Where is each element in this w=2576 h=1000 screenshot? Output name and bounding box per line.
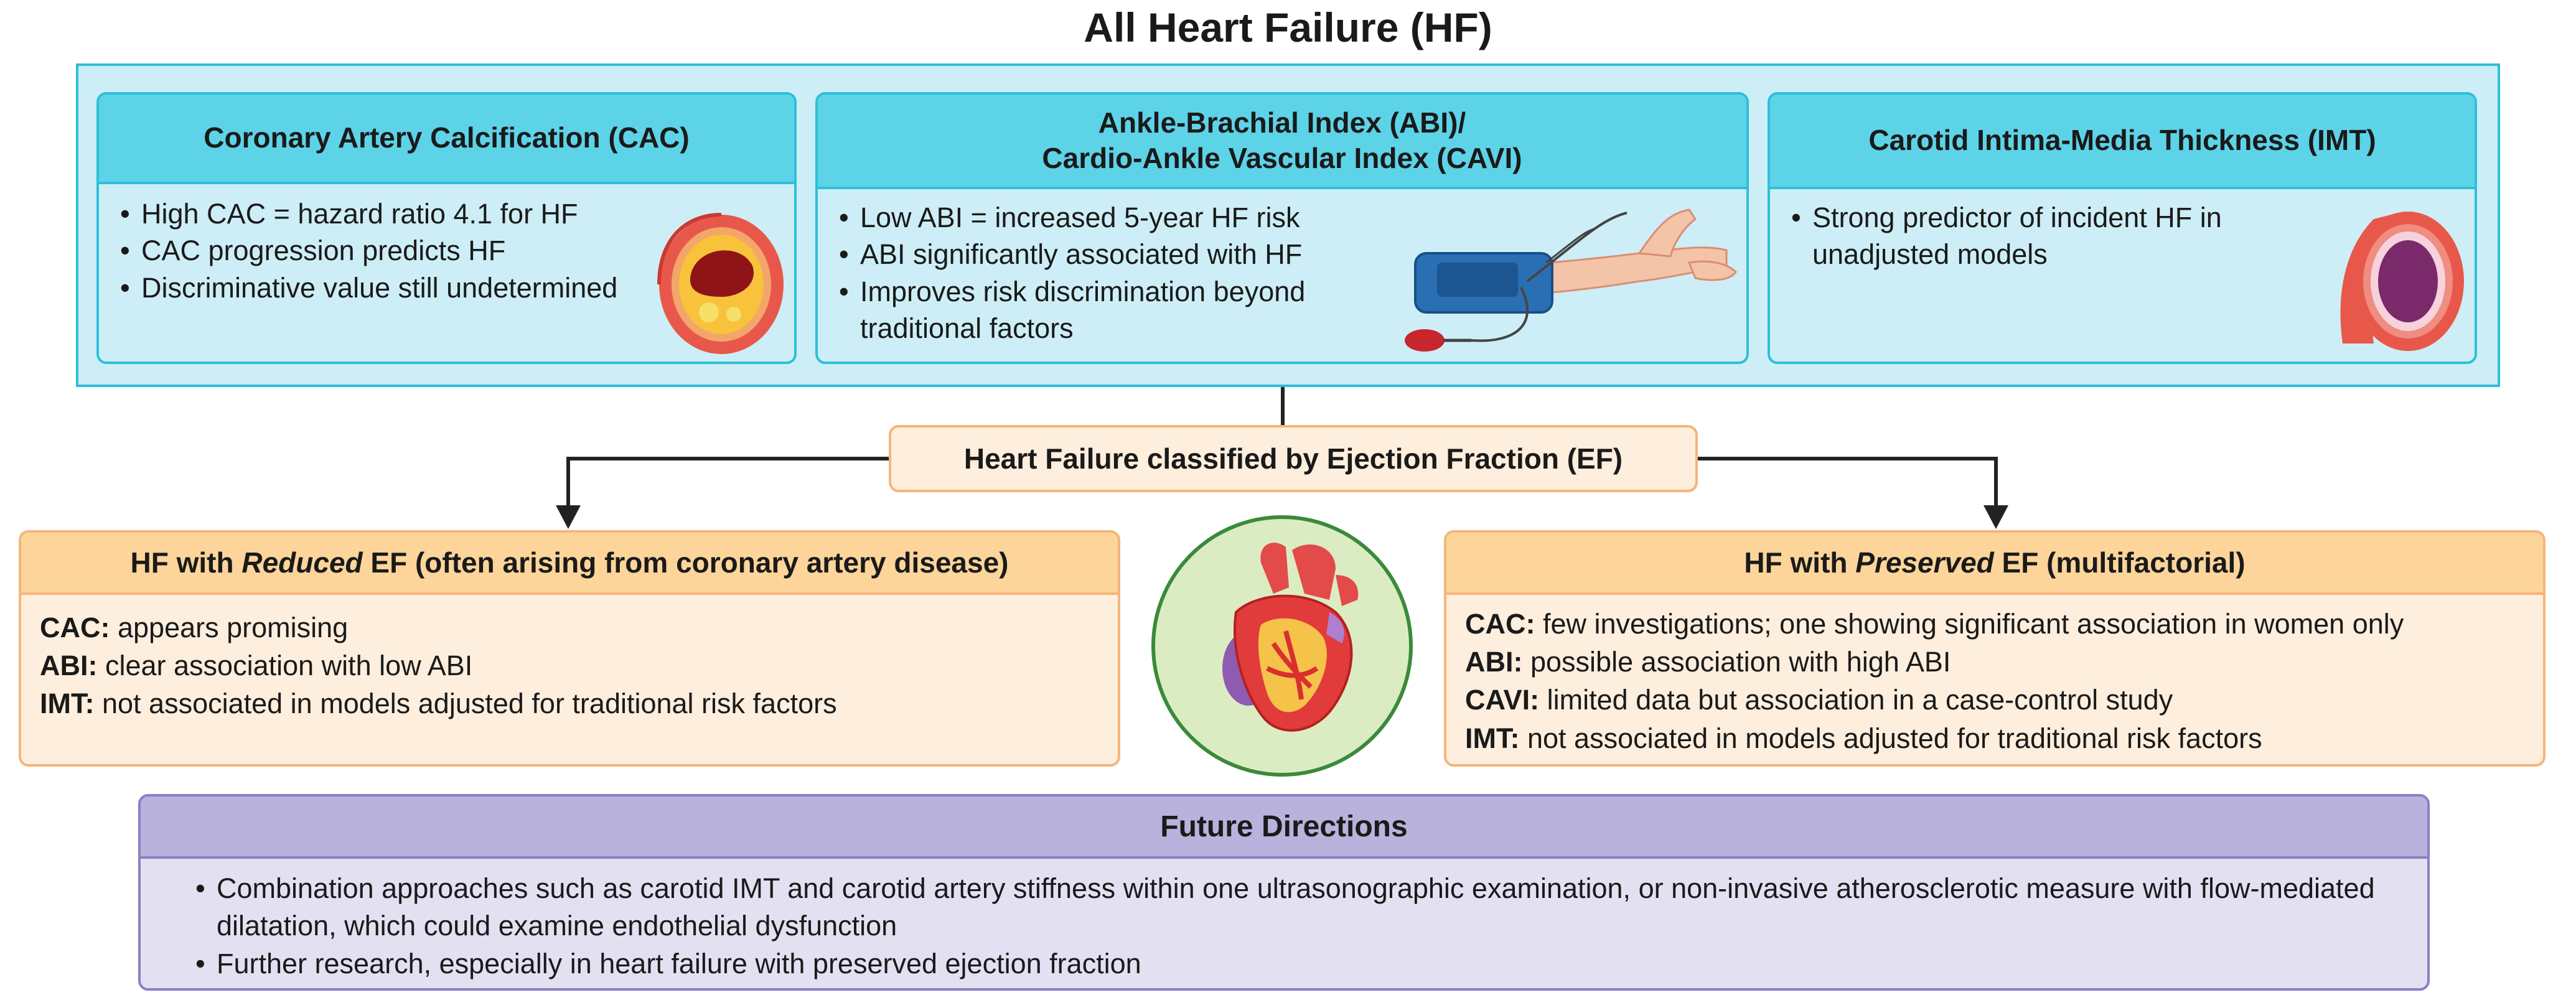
list-item: Further research, especially in heart fa… [193, 945, 2390, 983]
list-item: CAVI: limited data but association in a … [1465, 684, 2173, 716]
connector-line [1281, 387, 1285, 426]
hf-preserved-ef-card: HF with Preserved EF (multifactorial) CA… [1444, 530, 2546, 767]
hf-preserved-ef-heading: HF with Preserved EF (multifactorial) [1446, 533, 2543, 595]
diagram-title: All Heart Failure (HF) [1084, 4, 1492, 50]
abi-bullet-list: Low ABI = increased 5-year HF risk ABI s… [836, 199, 1372, 347]
hf-reduced-ef-list: CAC: appears promising ABI: clear associ… [21, 595, 1118, 723]
cac-bullet-list: High CAC = hazard ratio 4.1 for HF CAC p… [118, 195, 653, 307]
arrow-down-icon [556, 505, 581, 529]
list-item: ABI significantly associated with HF [836, 236, 1372, 273]
list-item: Improves risk discrimination beyond trad… [836, 273, 1372, 347]
ef-classification-box: Heart Failure classified by Ejection Fra… [889, 425, 1698, 492]
imt-card-heading: Carotid Intima-Media Thickness (IMT) [1770, 95, 2475, 189]
calcified-artery-icon [657, 213, 784, 354]
cac-card: Coronary Artery Calcification (CAC) High… [96, 92, 797, 364]
future-directions-list: Combination approaches such as carotid I… [141, 859, 2427, 983]
list-item: ABI: possible association with high ABI [1465, 646, 1951, 678]
list-item: CAC progression predicts HF [118, 232, 653, 269]
connector-line [1994, 457, 1998, 519]
hf-reduced-ef-card: HF with Reduced EF (often arising from c… [19, 530, 1120, 767]
future-directions-card: Future Directions Combination approaches… [138, 794, 2430, 991]
abi-card-heading: Ankle-Brachial Index (ABI)/ Cardio-Ankle… [818, 95, 1746, 189]
hf-reduced-ef-heading: HF with Reduced EF (often arising from c… [21, 533, 1118, 595]
blood-pressure-cuff-icon [1405, 208, 1737, 352]
list-item: IMT: not associated in models adjusted f… [40, 688, 837, 720]
imt-card: Carotid Intima-Media Thickness (IMT) Str… [1768, 92, 2477, 364]
list-item: Discriminative value still undetermined [118, 269, 653, 307]
heart-icon [1222, 543, 1359, 732]
list-item: Combination approaches such as carotid I… [193, 870, 2390, 945]
future-directions-heading: Future Directions [141, 797, 2427, 859]
imt-bullet-list: Strong predictor of incident HF in unadj… [1789, 199, 2311, 273]
connector-line [566, 457, 889, 460]
list-item: CAC: appears promising [40, 612, 349, 643]
list-item: Strong predictor of incident HF in unadj… [1789, 199, 2311, 273]
hf-preserved-ef-list: CAC: few investigations; one showing sig… [1446, 595, 2543, 757]
abi-cavi-card: Ankle-Brachial Index (ABI)/ Cardio-Ankle… [815, 92, 1749, 364]
connector-line [1698, 457, 1998, 460]
arrow-down-icon [1984, 505, 2008, 529]
cac-card-heading: Coronary Artery Calcification (CAC) [99, 95, 794, 184]
list-item: IMT: not associated in models adjusted f… [1465, 722, 2262, 754]
heart-illustration [1151, 515, 1413, 777]
list-item: ABI: clear association with low ABI [40, 650, 473, 682]
list-item: Low ABI = increased 5-year HF risk [836, 199, 1372, 236]
connector-line [566, 457, 570, 519]
artery-cross-section-icon [2340, 212, 2464, 351]
list-item: CAC: few investigations; one showing sig… [1465, 608, 2404, 640]
list-item: High CAC = hazard ratio 4.1 for HF [118, 195, 653, 233]
